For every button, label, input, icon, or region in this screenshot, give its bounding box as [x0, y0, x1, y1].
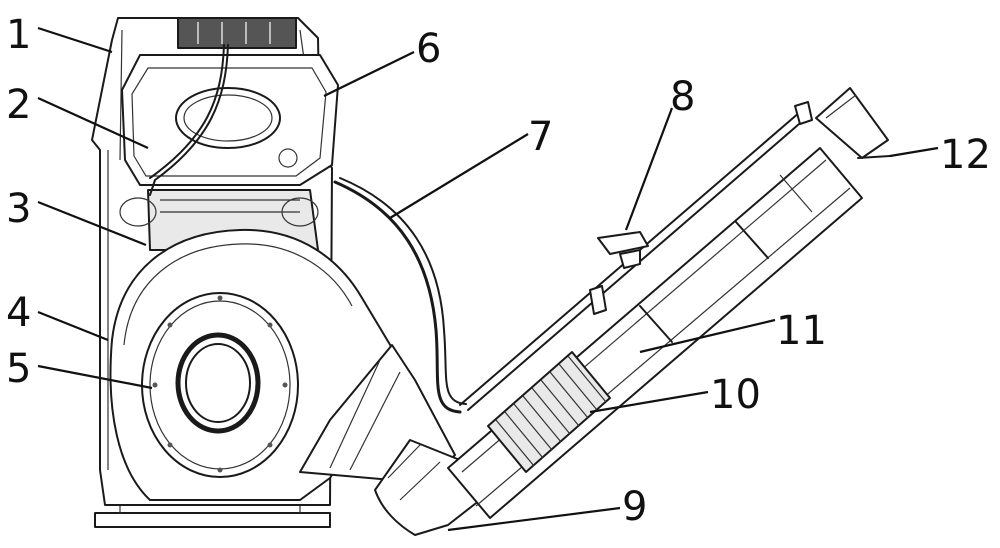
label-2: 2: [6, 82, 31, 128]
label-6: 6: [416, 26, 441, 72]
leader-12: [889, 146, 939, 158]
label-4: 4: [6, 290, 31, 336]
label-10: 10: [710, 372, 761, 418]
label-8: 8: [670, 74, 695, 120]
leader-5: [37, 364, 153, 390]
leader-9: [447, 506, 621, 532]
base-plate: [94, 505, 331, 528]
leader-1: [37, 26, 113, 54]
label-9: 9: [622, 484, 647, 530]
nozzle: [815, 87, 891, 159]
handle-rod: [459, 101, 813, 411]
leader-10: [589, 390, 709, 414]
bellows: [487, 351, 611, 473]
label-11: 11: [776, 308, 827, 354]
label-7: 7: [528, 114, 553, 160]
leader-lines: [37, 26, 939, 532]
leader-8: [624, 107, 674, 231]
leader-7: [389, 133, 529, 219]
fan-cover: [141, 292, 299, 478]
part-labels: 1 2 3 4 5 6 7 8 9 10 11 12: [6, 12, 991, 530]
label-1: 1: [6, 12, 31, 58]
wire: [149, 44, 229, 196]
leader-4: [37, 310, 109, 342]
leader-6: [323, 51, 415, 97]
leader-3: [37, 200, 147, 247]
label-3: 3: [6, 186, 31, 232]
cable: [333, 177, 467, 414]
leader-2: [37, 96, 149, 150]
label-12: 12: [940, 132, 991, 178]
leader-11: [639, 318, 776, 354]
label-5: 5: [6, 346, 31, 392]
